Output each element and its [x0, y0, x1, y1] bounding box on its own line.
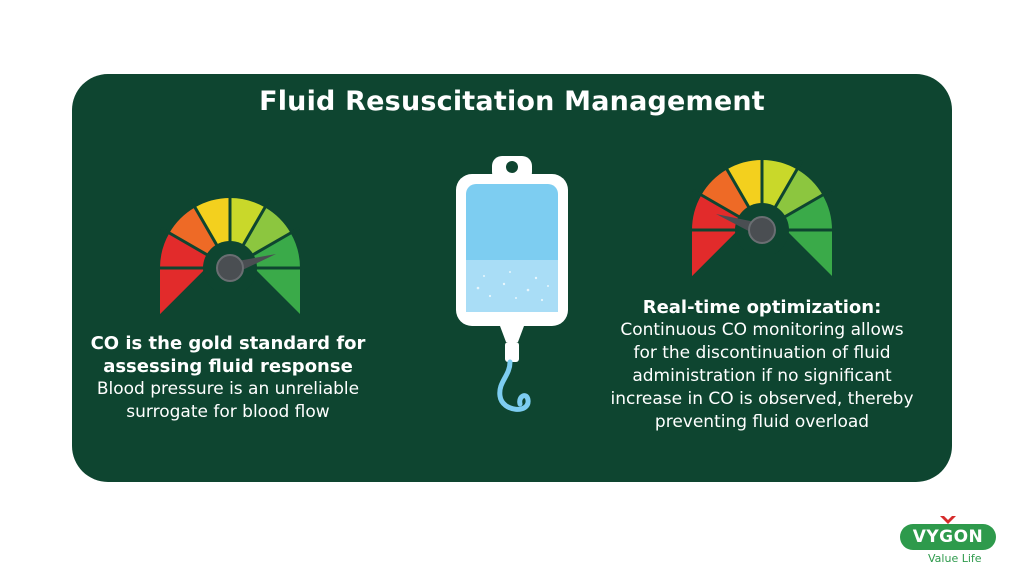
- logo-tagline: Value Life: [928, 552, 982, 565]
- left-description: CO is the gold standard for assessing fl…: [82, 332, 374, 424]
- right-body-line-3: administration if no significant: [632, 366, 892, 386]
- gauge-hub: [748, 216, 776, 244]
- right-gauge-icon: [688, 156, 836, 278]
- left-gauge-icon: [156, 194, 304, 316]
- left-heading-line-1: CO is the gold standard for: [90, 333, 366, 354]
- right-heading: Real-time optimization:: [642, 297, 882, 318]
- right-body-line-5: preventing fluid overload: [654, 412, 870, 432]
- right-description: Real-time optimization: Continuous CO mo…: [590, 296, 934, 434]
- logo-chevron-icon: [940, 516, 956, 524]
- gauge-segments: [688, 156, 836, 278]
- page-title: Fluid Resuscitation Management: [259, 86, 765, 117]
- left-body-line-1: Blood pressure is an unreliable: [96, 379, 360, 399]
- right-body-line-2: for the discontinuation of fluid: [633, 343, 891, 363]
- right-body-line-4: increase in CO is observed, thereby: [610, 389, 914, 409]
- iv-fluid-bag-icon: [456, 156, 568, 412]
- right-body-line-1: Continuous CO monitoring allows: [620, 320, 904, 340]
- logo-wordmark: VYGON: [900, 524, 996, 550]
- vygon-logo: VYGON Value Life: [898, 514, 1002, 570]
- gauge-hub: [216, 254, 244, 282]
- left-body-line-2: surrogate for blood flow: [126, 402, 330, 422]
- left-heading-line-2: assessing fluid response: [103, 356, 353, 377]
